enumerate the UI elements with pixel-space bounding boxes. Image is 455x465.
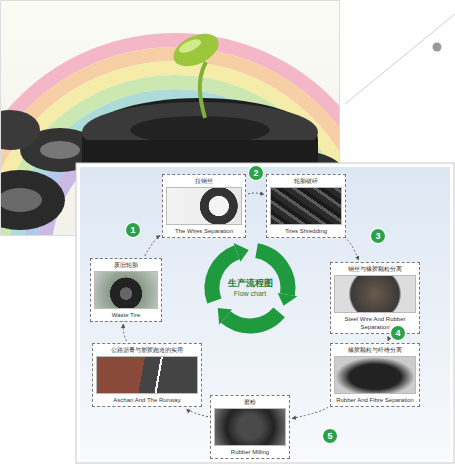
step-caption: Waste Tire [94, 311, 158, 319]
tire [0, 170, 65, 230]
step-title: 拉钢丝 [166, 177, 242, 185]
step-caption: Rubber And Fibre Separation [334, 396, 416, 404]
process-photo [270, 187, 342, 225]
callout-number: 4 [391, 326, 405, 340]
step-title: 轮胎破碎 [270, 177, 342, 185]
recycle-heads [218, 243, 297, 325]
card [76, 163, 454, 463]
flow-connector [347, 240, 358, 260]
sprout-leaf [168, 27, 223, 73]
step-caption: Tires Shredding [270, 227, 342, 235]
sprout-highlight [177, 36, 203, 55]
rainbow-band [0, 54, 340, 236]
tire-hole [130, 116, 270, 144]
process-photo [94, 271, 158, 309]
process-box: 公路沥青与塑胶跑道的实用 Aschan And The Runway [92, 343, 202, 407]
tire [0, 110, 40, 150]
flow-connector [387, 336, 388, 341]
recycle-arrow [257, 251, 288, 295]
recycle-arrow [226, 312, 280, 326]
step-caption: Rubber Milling [214, 448, 286, 456]
chart-subtitle: Flow chart [228, 289, 273, 298]
process-photo [166, 187, 242, 225]
recycle-symbol [212, 251, 288, 326]
process-photo [334, 356, 416, 394]
card-panel [80, 167, 450, 459]
process-box: 废旧轮胎 Waste Tire [90, 258, 162, 322]
recycle-arrow [212, 252, 237, 301]
callout-number: 3 [371, 229, 385, 243]
sprout-stem [200, 62, 206, 118]
recycle-head [218, 308, 232, 325]
rainbow-band [0, 40, 340, 236]
step-title: 公路沥青与塑胶跑道的实用 [96, 346, 198, 354]
flow-connector [187, 409, 209, 417]
step-title: 橡胶颗粒与纤维分离 [334, 346, 416, 354]
callout-number: 2 [249, 166, 263, 180]
process-box: 拉钢丝 The Wires Separation [162, 174, 246, 238]
process-photo [334, 275, 416, 313]
flow-connector [145, 235, 160, 256]
tire-hole [40, 141, 80, 159]
deco-line [345, 14, 455, 104]
flow-connector [292, 407, 328, 418]
process-box: 磨粉 Rubber Milling [210, 395, 290, 459]
deco-dot [433, 43, 442, 52]
process-photo [214, 408, 286, 446]
callout-number: 1 [126, 223, 140, 237]
step-caption: The Wires Separation [166, 227, 242, 235]
flow-connector [248, 193, 264, 194]
recycle-head [234, 243, 249, 262]
chart-title: 生产流程图 [228, 278, 273, 289]
process-box: 橡胶颗粒与纤维分离 Rubber And Fibre Separation [330, 343, 420, 407]
callout-number: 5 [323, 429, 337, 443]
recycle-head [278, 293, 298, 306]
process-photo [96, 356, 198, 394]
step-title: 磨粉 [214, 398, 286, 406]
center-title: 生产流程图Flow chart [228, 278, 273, 298]
rainbow [0, 40, 340, 236]
process-box: 钢丝与橡胶颗粒分离Steel Wire And Rubber Separatio… [330, 262, 420, 334]
flow-connector [123, 324, 126, 341]
tire-photo [0, 0, 340, 236]
tire-hole [0, 188, 42, 212]
step-caption: Aschan And The Runway [96, 396, 198, 404]
sprout [168, 27, 223, 118]
process-box: 轮胎破碎 Tires Shredding [266, 174, 346, 238]
step-title: 钢丝与橡胶颗粒分离 [334, 265, 416, 273]
step-title: 废旧轮胎 [94, 261, 158, 269]
